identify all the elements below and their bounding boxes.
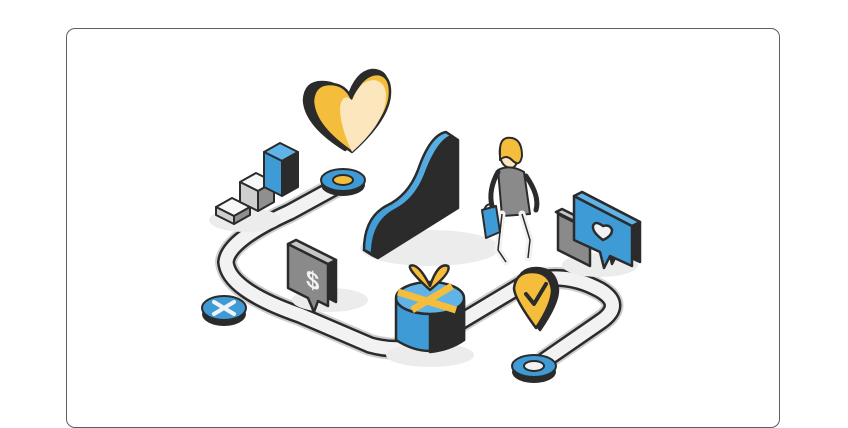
customer-journey-illustration: $: [201, 68, 642, 383]
rising-wave-icon: [362, 130, 460, 260]
end-node-icon: [511, 354, 557, 383]
check-pin-icon: [512, 266, 560, 332]
dollar-symbol: $: [306, 264, 319, 297]
path-node-icon: [320, 168, 366, 196]
journey-path: [215, 172, 624, 371]
gift-box-icon: [394, 264, 466, 354]
close-x-node-icon: [201, 295, 247, 326]
bar-steps-icon: [215, 142, 299, 225]
dollar-bubble-icon: $: [286, 238, 338, 314]
heart-icon: [302, 68, 392, 154]
chat-heart-bubble-icon: [554, 190, 642, 270]
shopping-woman-figure: [481, 136, 540, 266]
